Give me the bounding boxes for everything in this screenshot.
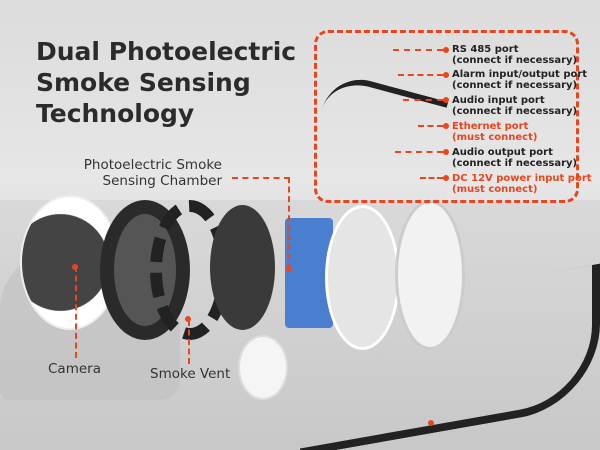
ports-callout-box — [314, 30, 579, 203]
dot-audio-in — [443, 97, 449, 103]
leader-dc — [420, 177, 443, 179]
chamber-plate — [210, 205, 275, 330]
port-name: DC 12V power input port — [452, 173, 592, 184]
cable-dot — [428, 420, 434, 426]
dot-ethernet — [443, 123, 449, 129]
mount-bracket — [395, 200, 465, 350]
smoke-vent-label: Smoke Vent — [150, 366, 231, 382]
chamber-leader — [232, 177, 290, 179]
chamber-leader-v — [288, 177, 290, 269]
port-note: (must connect) — [452, 183, 538, 195]
port-rs485: RS 485 port(connect if necessary) — [452, 44, 578, 66]
leader-alarm — [398, 74, 443, 76]
dot-audio-out — [443, 149, 449, 155]
leader-audio-in — [403, 99, 443, 101]
base-housing — [325, 205, 400, 350]
headline: Dual Photoelectric Smoke Sensing Technol… — [36, 37, 297, 128]
dot-alarm — [443, 72, 449, 78]
port-note: (connect if necessary) — [452, 157, 578, 169]
smoke-vent-leader — [188, 320, 190, 364]
smoke-vent-dot — [185, 316, 191, 322]
dot-dc — [443, 175, 449, 181]
port-note: (connect if necessary) — [452, 105, 578, 117]
camera-dot — [72, 264, 78, 270]
leader-audio-out — [395, 151, 443, 153]
port-audio-input: Audio input port(connect if necessary) — [452, 95, 578, 117]
chamber-label: Photoelectric Smoke Sensing Chamber — [83, 157, 222, 189]
port-name: Audio input port — [452, 95, 545, 106]
port-name: RS 485 port — [452, 44, 519, 55]
camera-label: Camera — [48, 361, 101, 377]
chamber-dot — [286, 266, 292, 272]
leader-ethernet — [418, 125, 443, 127]
leader-rs485 — [393, 49, 443, 51]
port-name: Ethernet port — [452, 121, 529, 132]
port-alarm: Alarm input/output port(connect if neces… — [452, 69, 588, 91]
port-note: (connect if necessary) — [452, 54, 578, 66]
camera-leader — [75, 266, 77, 358]
lens-module — [238, 335, 288, 400]
port-name: Audio output port — [452, 147, 553, 158]
port-ethernet: Ethernet port(must connect) — [452, 121, 538, 143]
port-note: (connect if necessary) — [452, 79, 578, 91]
port-audio-output: Audio output port(connect if necessary) — [452, 147, 578, 169]
port-dc-power: DC 12V power input port(must connect) — [452, 173, 592, 195]
dot-rs485 — [443, 47, 449, 53]
port-note: (must connect) — [452, 131, 538, 143]
port-name: Alarm input/output port — [452, 69, 588, 80]
